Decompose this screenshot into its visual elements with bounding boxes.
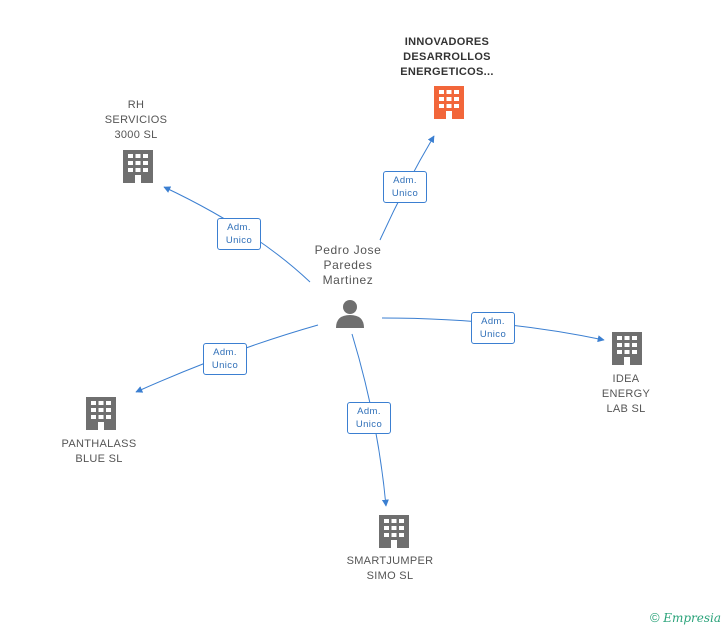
company-label-idea[interactable]: IDEA ENERGY LAB SL — [601, 373, 651, 415]
role-badge-idea[interactable]: Adm. Unico — [471, 312, 515, 344]
company-label-smartjumper[interactable]: SMARTJUMPER SIMO SL — [346, 555, 434, 582]
edges — [135, 135, 605, 507]
building-icon-innovadores[interactable] — [434, 86, 464, 119]
role-badge-rh[interactable]: Adm. Unico — [217, 218, 261, 250]
role-badge-panthalass[interactable]: Adm. Unico — [203, 343, 247, 375]
building-icon-panthalass[interactable] — [86, 397, 116, 430]
building-icon-idea[interactable] — [612, 332, 642, 365]
company-label-rh[interactable]: RH SERVICIOS 3000 SL — [104, 99, 168, 141]
copyright-icon: © — [650, 610, 660, 625]
footer: © Empresia — [650, 610, 721, 625]
role-badge-smartjumper[interactable]: Adm. Unico — [347, 402, 391, 434]
brand-logo[interactable]: Empresia — [663, 611, 722, 625]
person-label[interactable]: Pedro Jose Paredes Martinez — [314, 243, 382, 287]
building-icon-smartjumper[interactable] — [379, 515, 409, 548]
role-badge-innovadores[interactable]: Adm. Unico — [383, 171, 427, 203]
person-icon[interactable] — [336, 300, 364, 328]
building-icon-rh[interactable] — [123, 150, 153, 183]
company-label-panthalass[interactable]: PANTHALASS BLUE SL — [61, 438, 137, 465]
company-label-innovadores[interactable]: INNOVADORES DESARROLLOS ENERGETICOS... — [400, 36, 494, 78]
